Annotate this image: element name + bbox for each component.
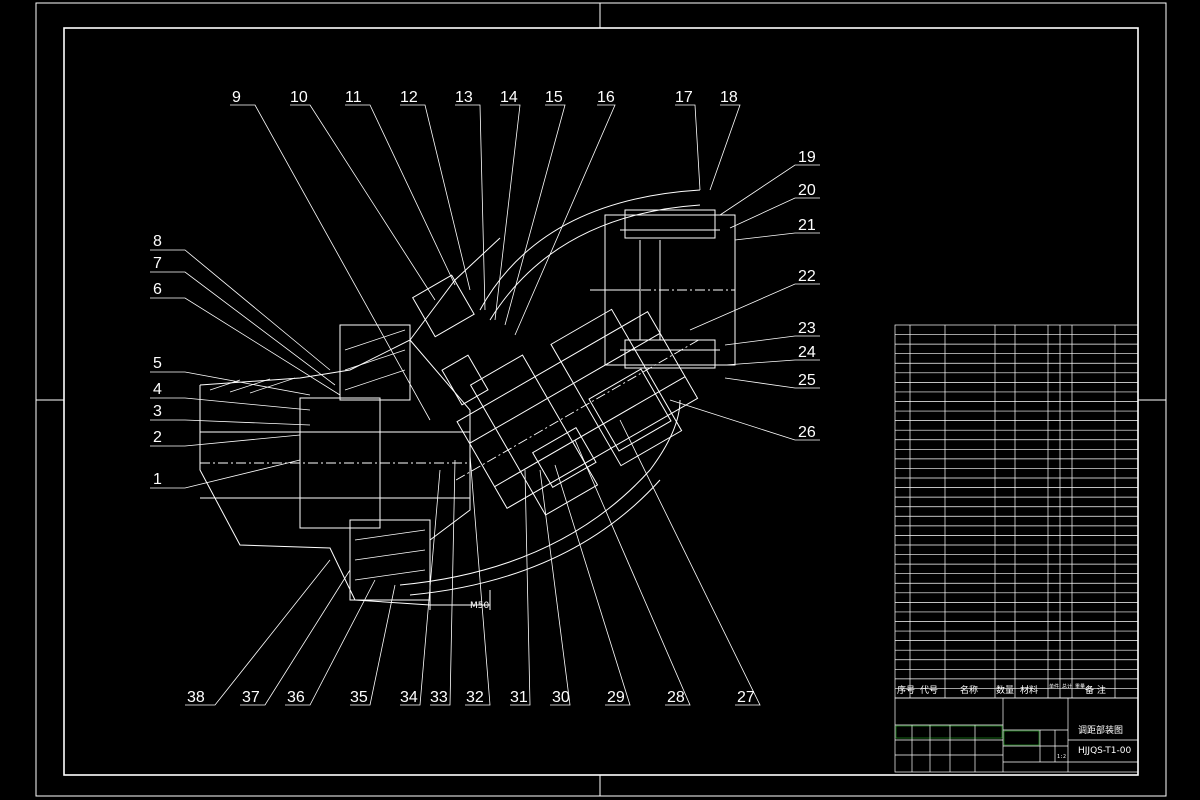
part-label: 20 xyxy=(798,182,816,199)
drawing-frame xyxy=(35,2,1167,797)
drawing-number: HJJQS-T1-00 xyxy=(1078,746,1131,756)
bom-header-cell: 备 注 xyxy=(1085,684,1106,696)
dimension-text: M50 xyxy=(470,601,489,611)
part-label: 34 xyxy=(400,689,418,706)
part-label: 22 xyxy=(798,268,816,285)
part-label: 31 xyxy=(510,689,528,706)
part-label: 15 xyxy=(545,89,563,106)
bom-header-cell: 名称 xyxy=(960,684,978,696)
part-label: 37 xyxy=(242,689,260,706)
part-label: 32 xyxy=(466,689,484,706)
part-label: 19 xyxy=(798,149,816,166)
part-label: 3 xyxy=(153,403,162,420)
title-block-text: 调距部装图 HJJQS-T1-00 1:2 xyxy=(895,724,1131,760)
bom-table xyxy=(894,324,1139,699)
part-label: 24 xyxy=(798,344,816,361)
part-label: 7 xyxy=(153,255,162,272)
part-label: 6 xyxy=(153,281,162,298)
leader-lines xyxy=(150,104,820,706)
part-label: 21 xyxy=(798,217,816,234)
part-label: 33 xyxy=(430,689,448,706)
part-label: 4 xyxy=(153,381,162,398)
part-label: 12 xyxy=(400,89,418,106)
part-label: 11 xyxy=(345,89,362,106)
part-label: 26 xyxy=(798,424,816,441)
part-label: 10 xyxy=(290,89,308,106)
part-label: 29 xyxy=(607,689,625,706)
green-stamp-cells xyxy=(1003,730,1040,746)
title-block xyxy=(894,697,1139,773)
green-stamp-cells xyxy=(895,725,1003,739)
part-labels: 8 7 6 5 4 3 2 1 9 10 11 12 13 14 15 16 1… xyxy=(153,89,816,706)
part-label: 27 xyxy=(737,689,755,706)
drawing-scale: 1:2 xyxy=(1057,754,1066,760)
part-label: 25 xyxy=(798,372,816,389)
part-label: 28 xyxy=(667,689,685,706)
part-label: 2 xyxy=(153,429,162,446)
bom-header: 序号 代号 名称 数量 材料 单件 总计 重量 备 注 xyxy=(897,683,1106,696)
bom-header-cell: 序号 xyxy=(897,684,915,696)
part-label: 38 xyxy=(187,689,205,706)
part-label: 16 xyxy=(597,89,615,106)
bom-header-cell: 单件 总计 重量 xyxy=(1049,683,1085,690)
drawing-name: 调距部装图 xyxy=(1078,724,1123,736)
part-label: 14 xyxy=(500,89,518,106)
part-label: 1 xyxy=(153,471,162,488)
part-label: 30 xyxy=(552,689,570,706)
part-label: 23 xyxy=(798,320,816,337)
part-label: 13 xyxy=(455,89,473,106)
bom-header-cell: 数量 xyxy=(996,684,1014,696)
part-label: 5 xyxy=(153,355,162,372)
part-label: 18 xyxy=(720,89,738,106)
bom-header-cell: 材料 xyxy=(1020,684,1038,696)
assembly-section xyxy=(199,189,736,610)
part-label: 9 xyxy=(232,89,241,106)
bom-header-cell: 代号 xyxy=(920,685,938,696)
part-label: 36 xyxy=(287,689,305,706)
part-label: 35 xyxy=(350,689,368,706)
part-label: 8 xyxy=(153,233,162,250)
part-label: 17 xyxy=(675,89,693,106)
